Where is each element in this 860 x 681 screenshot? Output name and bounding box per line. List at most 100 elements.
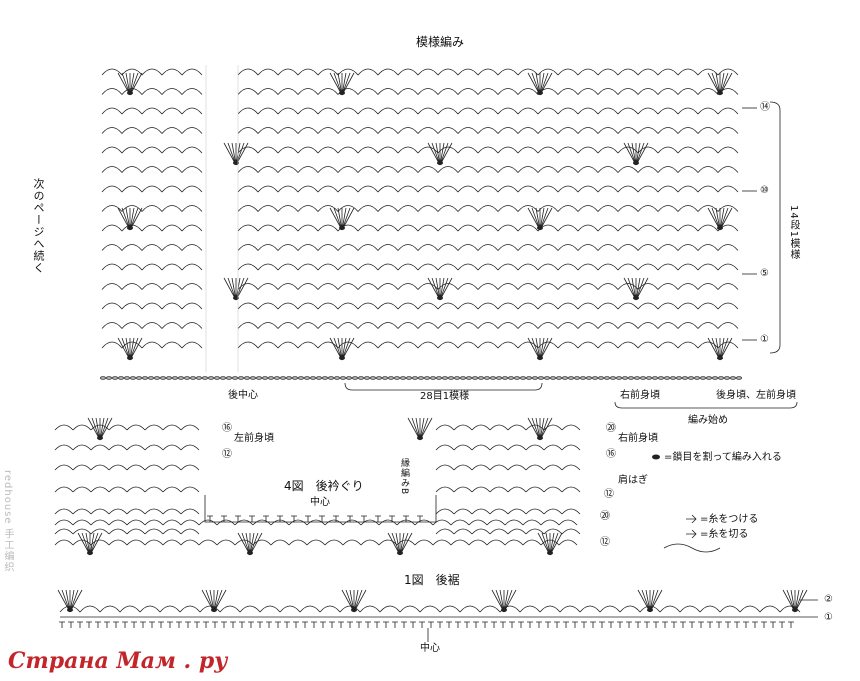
- chain-stitch: [406, 376, 412, 380]
- edge-stitch: [403, 515, 409, 522]
- hem-stitch: [185, 621, 191, 628]
- row-marker-14: ⑭: [760, 102, 770, 113]
- chain-stitch: [118, 376, 124, 380]
- chain-stitch: [358, 376, 364, 380]
- chain-stitch: [436, 376, 442, 380]
- hem-stitch: [140, 621, 146, 628]
- fan-base: [717, 91, 723, 95]
- hem-stitch: [608, 621, 614, 628]
- chain-stitch: [730, 376, 736, 380]
- chain-stitch: [316, 376, 322, 380]
- hem-stitch: [77, 621, 83, 628]
- fan-base: [792, 608, 798, 612]
- chain-stitch: [202, 376, 208, 380]
- chain-stitch: [598, 376, 604, 380]
- chain-stitch: [562, 376, 568, 380]
- chain-stitch: [220, 376, 226, 380]
- chain-stitch: [106, 376, 112, 380]
- edge-stitch: [263, 515, 269, 522]
- neck-edge: [204, 495, 437, 523]
- chain-stitch: [712, 376, 718, 380]
- fig1-marker-2: ②: [824, 594, 833, 605]
- chain-stitch: [244, 376, 250, 380]
- arch-row-left: [101, 146, 203, 154]
- chain-stitch: [340, 376, 346, 380]
- neck-arch-left: [54, 486, 200, 493]
- arch-row-left: [101, 322, 203, 329]
- neck-arch-left: [54, 444, 200, 451]
- neck-fan: [77, 532, 103, 556]
- neck-fan: [237, 532, 263, 556]
- fan-base: [127, 226, 133, 230]
- hem-stitch: [329, 621, 335, 628]
- label-right-front: 右前身頃: [620, 390, 660, 401]
- hem-stitch: [518, 621, 524, 628]
- chain-stitch: [472, 376, 478, 380]
- chain-stitch: [178, 376, 184, 380]
- chain-stitch: [166, 376, 172, 380]
- fan-base: [537, 91, 543, 95]
- repeat-rows-label: 14段1模様: [788, 205, 799, 261]
- fan-base: [537, 226, 543, 230]
- chain-stitch: [382, 376, 388, 380]
- legend-yarn-symbol: [663, 543, 721, 553]
- neck-arch-left: [54, 508, 200, 515]
- fig1-center-label: 中心: [420, 643, 440, 654]
- shell-fan: [707, 337, 733, 361]
- hem-stitch: [212, 621, 218, 628]
- start-bracket: [614, 401, 798, 409]
- chain-stitch: [226, 376, 232, 380]
- fan-base: [339, 226, 345, 230]
- shell-fan: [329, 337, 355, 361]
- chain-stitch: [550, 376, 556, 380]
- hem-stitch: [761, 621, 767, 628]
- fig4-edging-b-label: 縁編みB: [399, 458, 409, 496]
- fig4-marker-right-12b: ⑫: [600, 537, 610, 548]
- chain-stitch: [658, 376, 664, 380]
- arch-row-main: [237, 166, 739, 173]
- chain-stitch: [196, 376, 202, 380]
- fan-base: [437, 296, 443, 300]
- arch-row-left: [101, 166, 203, 173]
- chain-stitch: [466, 376, 472, 380]
- fan-base: [633, 161, 639, 165]
- fan-base: [537, 356, 543, 360]
- hem-stitch: [671, 621, 677, 628]
- hem-stitch: [401, 621, 407, 628]
- chain-stitch: [310, 376, 316, 380]
- chain-stitch: [232, 376, 238, 380]
- arch-row-left: [101, 88, 203, 95]
- edge-stitch: [291, 515, 297, 522]
- chain-stitch: [640, 376, 646, 380]
- hem-stitch: [662, 621, 668, 628]
- shell-fan: [329, 72, 355, 96]
- chain-stitch: [622, 376, 628, 380]
- hem-stitch: [725, 621, 731, 628]
- shell-fan: [527, 72, 553, 96]
- chain-stitch: [394, 376, 400, 380]
- chain-stitch: [268, 376, 274, 380]
- neck-fan: [87, 417, 113, 441]
- arch-row-left: [101, 127, 203, 134]
- hem-stitch: [734, 621, 740, 628]
- shell-fan: [329, 207, 355, 231]
- chain-stitch: [328, 376, 334, 380]
- fan-base: [633, 296, 639, 300]
- arch-row-main: [237, 322, 739, 329]
- edge-stitch: [305, 515, 311, 522]
- fig4-center-label: 中心: [310, 497, 330, 508]
- neck-fan: [387, 532, 413, 556]
- pattern-title: 模様編み: [416, 35, 465, 49]
- fan-base: [233, 296, 239, 300]
- fan-base: [437, 161, 443, 165]
- hem-stitch: [266, 621, 272, 628]
- chain-stitch: [280, 376, 286, 380]
- chain-stitch: [688, 376, 694, 380]
- fan-base: [717, 226, 723, 230]
- hem-fan: [201, 589, 227, 613]
- hem-stitch: [743, 621, 749, 628]
- shell-fan: [117, 337, 143, 361]
- hem-stitch: [302, 621, 308, 628]
- chain-stitch: [190, 376, 196, 380]
- chain-stitch: [520, 376, 526, 380]
